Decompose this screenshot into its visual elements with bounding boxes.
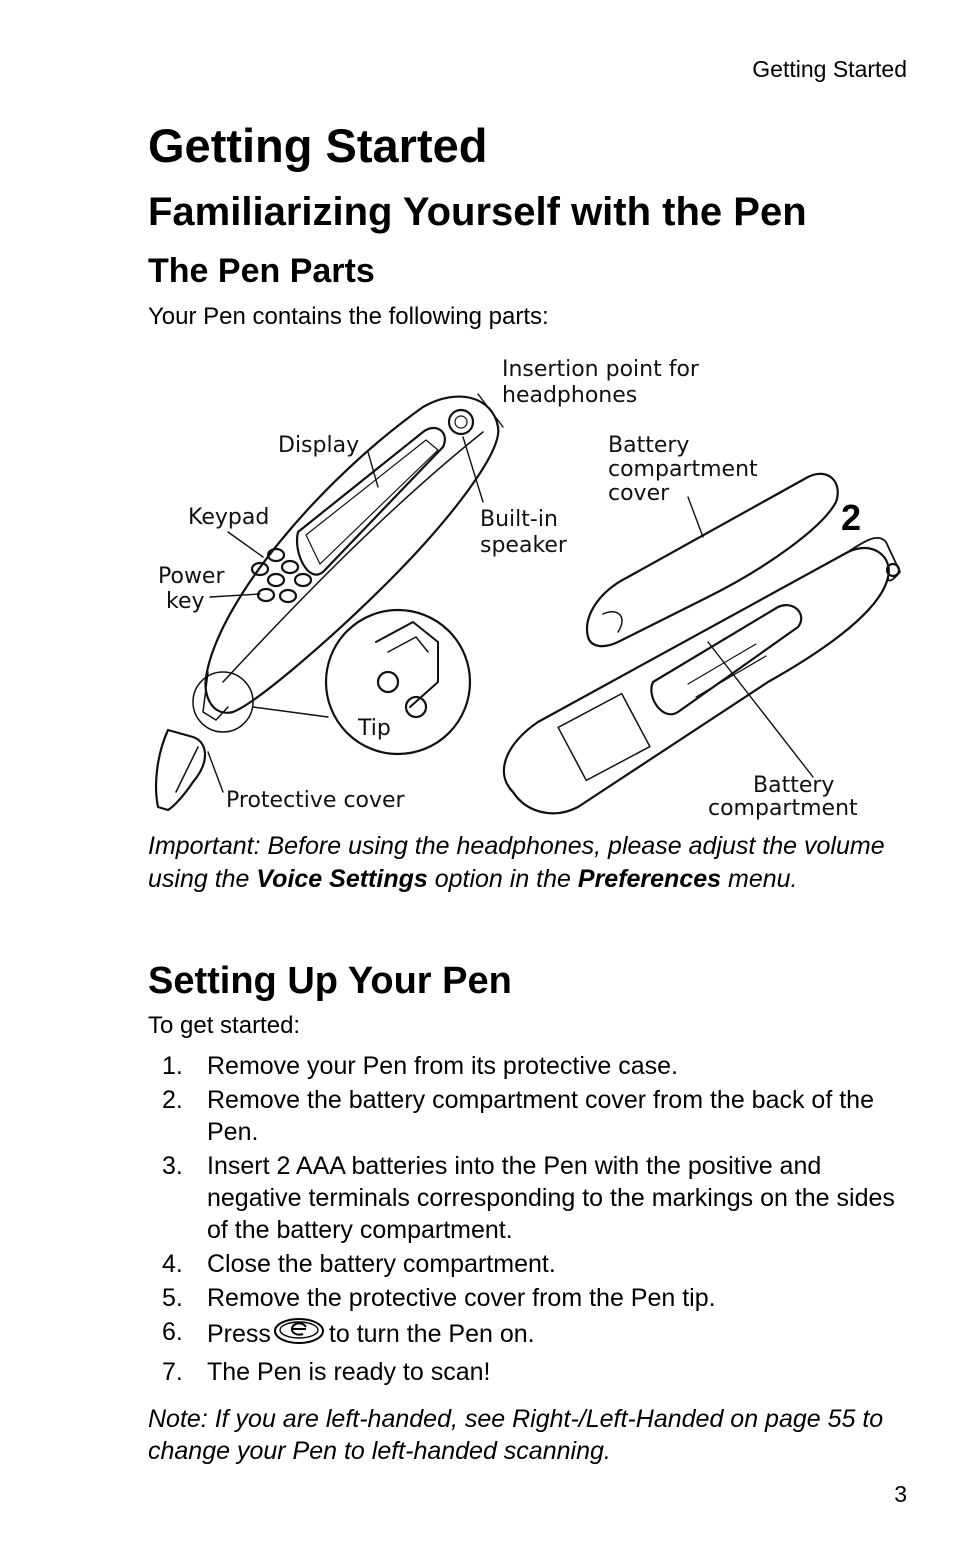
label-protective-cover: Protective cover	[226, 788, 406, 813]
step-item: 5. Remove the protective cover from the P…	[148, 1282, 918, 1314]
step-number: 7.	[162, 1358, 183, 1386]
step-text-before: Press	[207, 1320, 271, 1348]
label-display: Display	[278, 433, 359, 458]
step-item: 4. Close the battery compartment.	[148, 1248, 918, 1280]
step-text: Remove your Pen from its protective case…	[207, 1052, 679, 1080]
setup-title: Setting Up Your Pen	[148, 960, 512, 1002]
step-text: Remove the battery compartment cover fro…	[207, 1086, 874, 1146]
step-number: 6.	[162, 1318, 183, 1346]
pen-speaker	[447, 408, 475, 436]
step-text: Remove the protective cover from the Pen…	[207, 1284, 716, 1312]
step-item: 7. The Pen is ready to scan!	[148, 1356, 918, 1388]
label-tip: Tip	[357, 716, 391, 741]
battery-cover-drawing	[585, 472, 839, 648]
intro-text: Your Pen contains the following parts:	[148, 303, 549, 330]
chapter-title: Getting Started	[148, 119, 488, 172]
subsection-title: The Pen Parts	[148, 252, 375, 290]
pen-display	[295, 426, 446, 576]
step-number-two: 2	[841, 497, 861, 538]
label-builtin-speaker-line1: Built-in	[480, 507, 558, 532]
label-battery-cover-line3: cover	[608, 481, 670, 506]
battery-compartment-drawing	[650, 604, 803, 716]
setup-intro: To get started:	[148, 1012, 301, 1039]
step-item: 6. Press to turn the Pen on.	[148, 1316, 918, 1354]
important-text-after: menu.	[721, 865, 798, 893]
step-number: 1.	[162, 1052, 183, 1080]
tip-magnified-circle	[324, 608, 472, 756]
label-battery-cover-line2: compartment	[608, 457, 758, 482]
important-text-before: Important: Before using the headphones, …	[148, 832, 885, 893]
label-builtin-speaker-line2: speaker	[480, 533, 568, 558]
label-insertion-point-line2: headphones	[502, 383, 637, 408]
step-text: Close the battery compartment.	[207, 1250, 556, 1278]
section-title: Familiarizing Yourself with the Pen	[148, 190, 807, 234]
step-text: Insert 2 AAA batteries into the Pen with…	[207, 1152, 895, 1244]
tip-highlight-circle	[192, 671, 254, 733]
step-item: 2. Remove the battery compartment cover f…	[148, 1084, 918, 1148]
label-power-key-line1: Power	[158, 564, 225, 589]
step-item: 1. Remove your Pen from its protective ca…	[148, 1050, 918, 1082]
left-handed-note: Note: If you are left-handed, see Right-…	[148, 1405, 884, 1465]
label-keypad: Keypad	[188, 505, 269, 530]
pen-parts-figure: Insertion point for headphones Display B…	[148, 352, 908, 827]
label-battery-compartment-line1: Battery	[753, 773, 834, 798]
label-power-key-line2: key	[166, 589, 205, 614]
important-text-middle: option in the	[427, 865, 578, 893]
open-pen-drawing	[502, 546, 890, 815]
pen-parts-illustration: Insertion point for headphones Display B…	[154, 357, 901, 821]
power-key-icon	[273, 1316, 325, 1354]
step-text: The Pen is ready to scan!	[207, 1358, 491, 1386]
voice-settings-option: Voice Settings	[256, 865, 428, 893]
label-battery-cover-line1: Battery	[608, 433, 689, 458]
label-battery-compartment-line2: compartment	[708, 796, 858, 821]
step-text-after: to turn the Pen on.	[328, 1320, 535, 1348]
page-number: 3	[894, 1481, 907, 1507]
step-number: 5.	[162, 1284, 183, 1312]
step-number: 2.	[162, 1086, 183, 1114]
step-item: 3. Insert 2 AAA batteries into the Pen wi…	[148, 1150, 918, 1246]
step-number: 4.	[162, 1250, 183, 1278]
step-number: 3.	[162, 1152, 183, 1180]
important-note: Important: Before using the headphones, …	[148, 830, 918, 896]
setup-steps-list: 1. Remove your Pen from its protective ca…	[148, 1050, 918, 1390]
label-insertion-point-line1: Insertion point for	[502, 357, 700, 382]
running-header: Getting Started	[752, 56, 907, 82]
pen-body	[204, 395, 500, 714]
preferences-menu: Preferences	[577, 865, 722, 893]
protective-cover-drawing	[154, 728, 207, 812]
